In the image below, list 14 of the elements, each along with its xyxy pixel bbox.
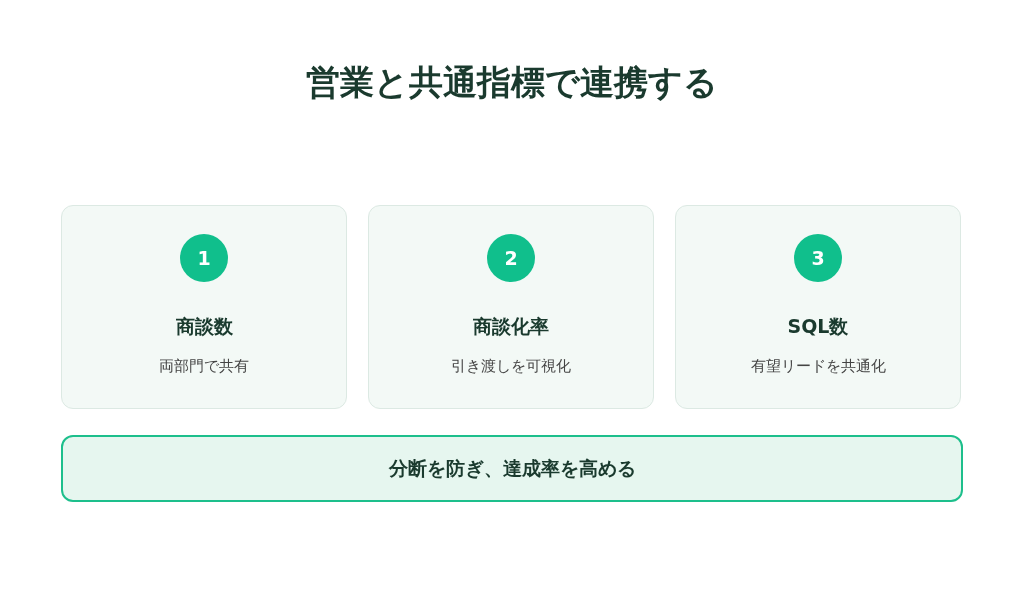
card-description: 引き渡しを可視化 bbox=[451, 357, 571, 376]
step-number-circle: 3 bbox=[794, 234, 842, 282]
card-title: 商談数 bbox=[175, 314, 233, 339]
step-number-circle: 2 bbox=[487, 234, 535, 282]
card-description: 両部門で共有 bbox=[159, 357, 249, 376]
card-title: SQL数 bbox=[787, 314, 849, 339]
title: 営業と共通指標で連携する bbox=[306, 61, 718, 104]
step-number-circle: 1 bbox=[180, 234, 228, 282]
card-title: 商談化率 bbox=[473, 314, 549, 339]
card bbox=[368, 205, 654, 409]
card-description: 有望リードを共通化 bbox=[750, 357, 886, 376]
summary-banner: 分断を防ぎ、達成率を高める bbox=[61, 435, 963, 502]
card bbox=[61, 205, 347, 409]
card bbox=[675, 205, 961, 409]
